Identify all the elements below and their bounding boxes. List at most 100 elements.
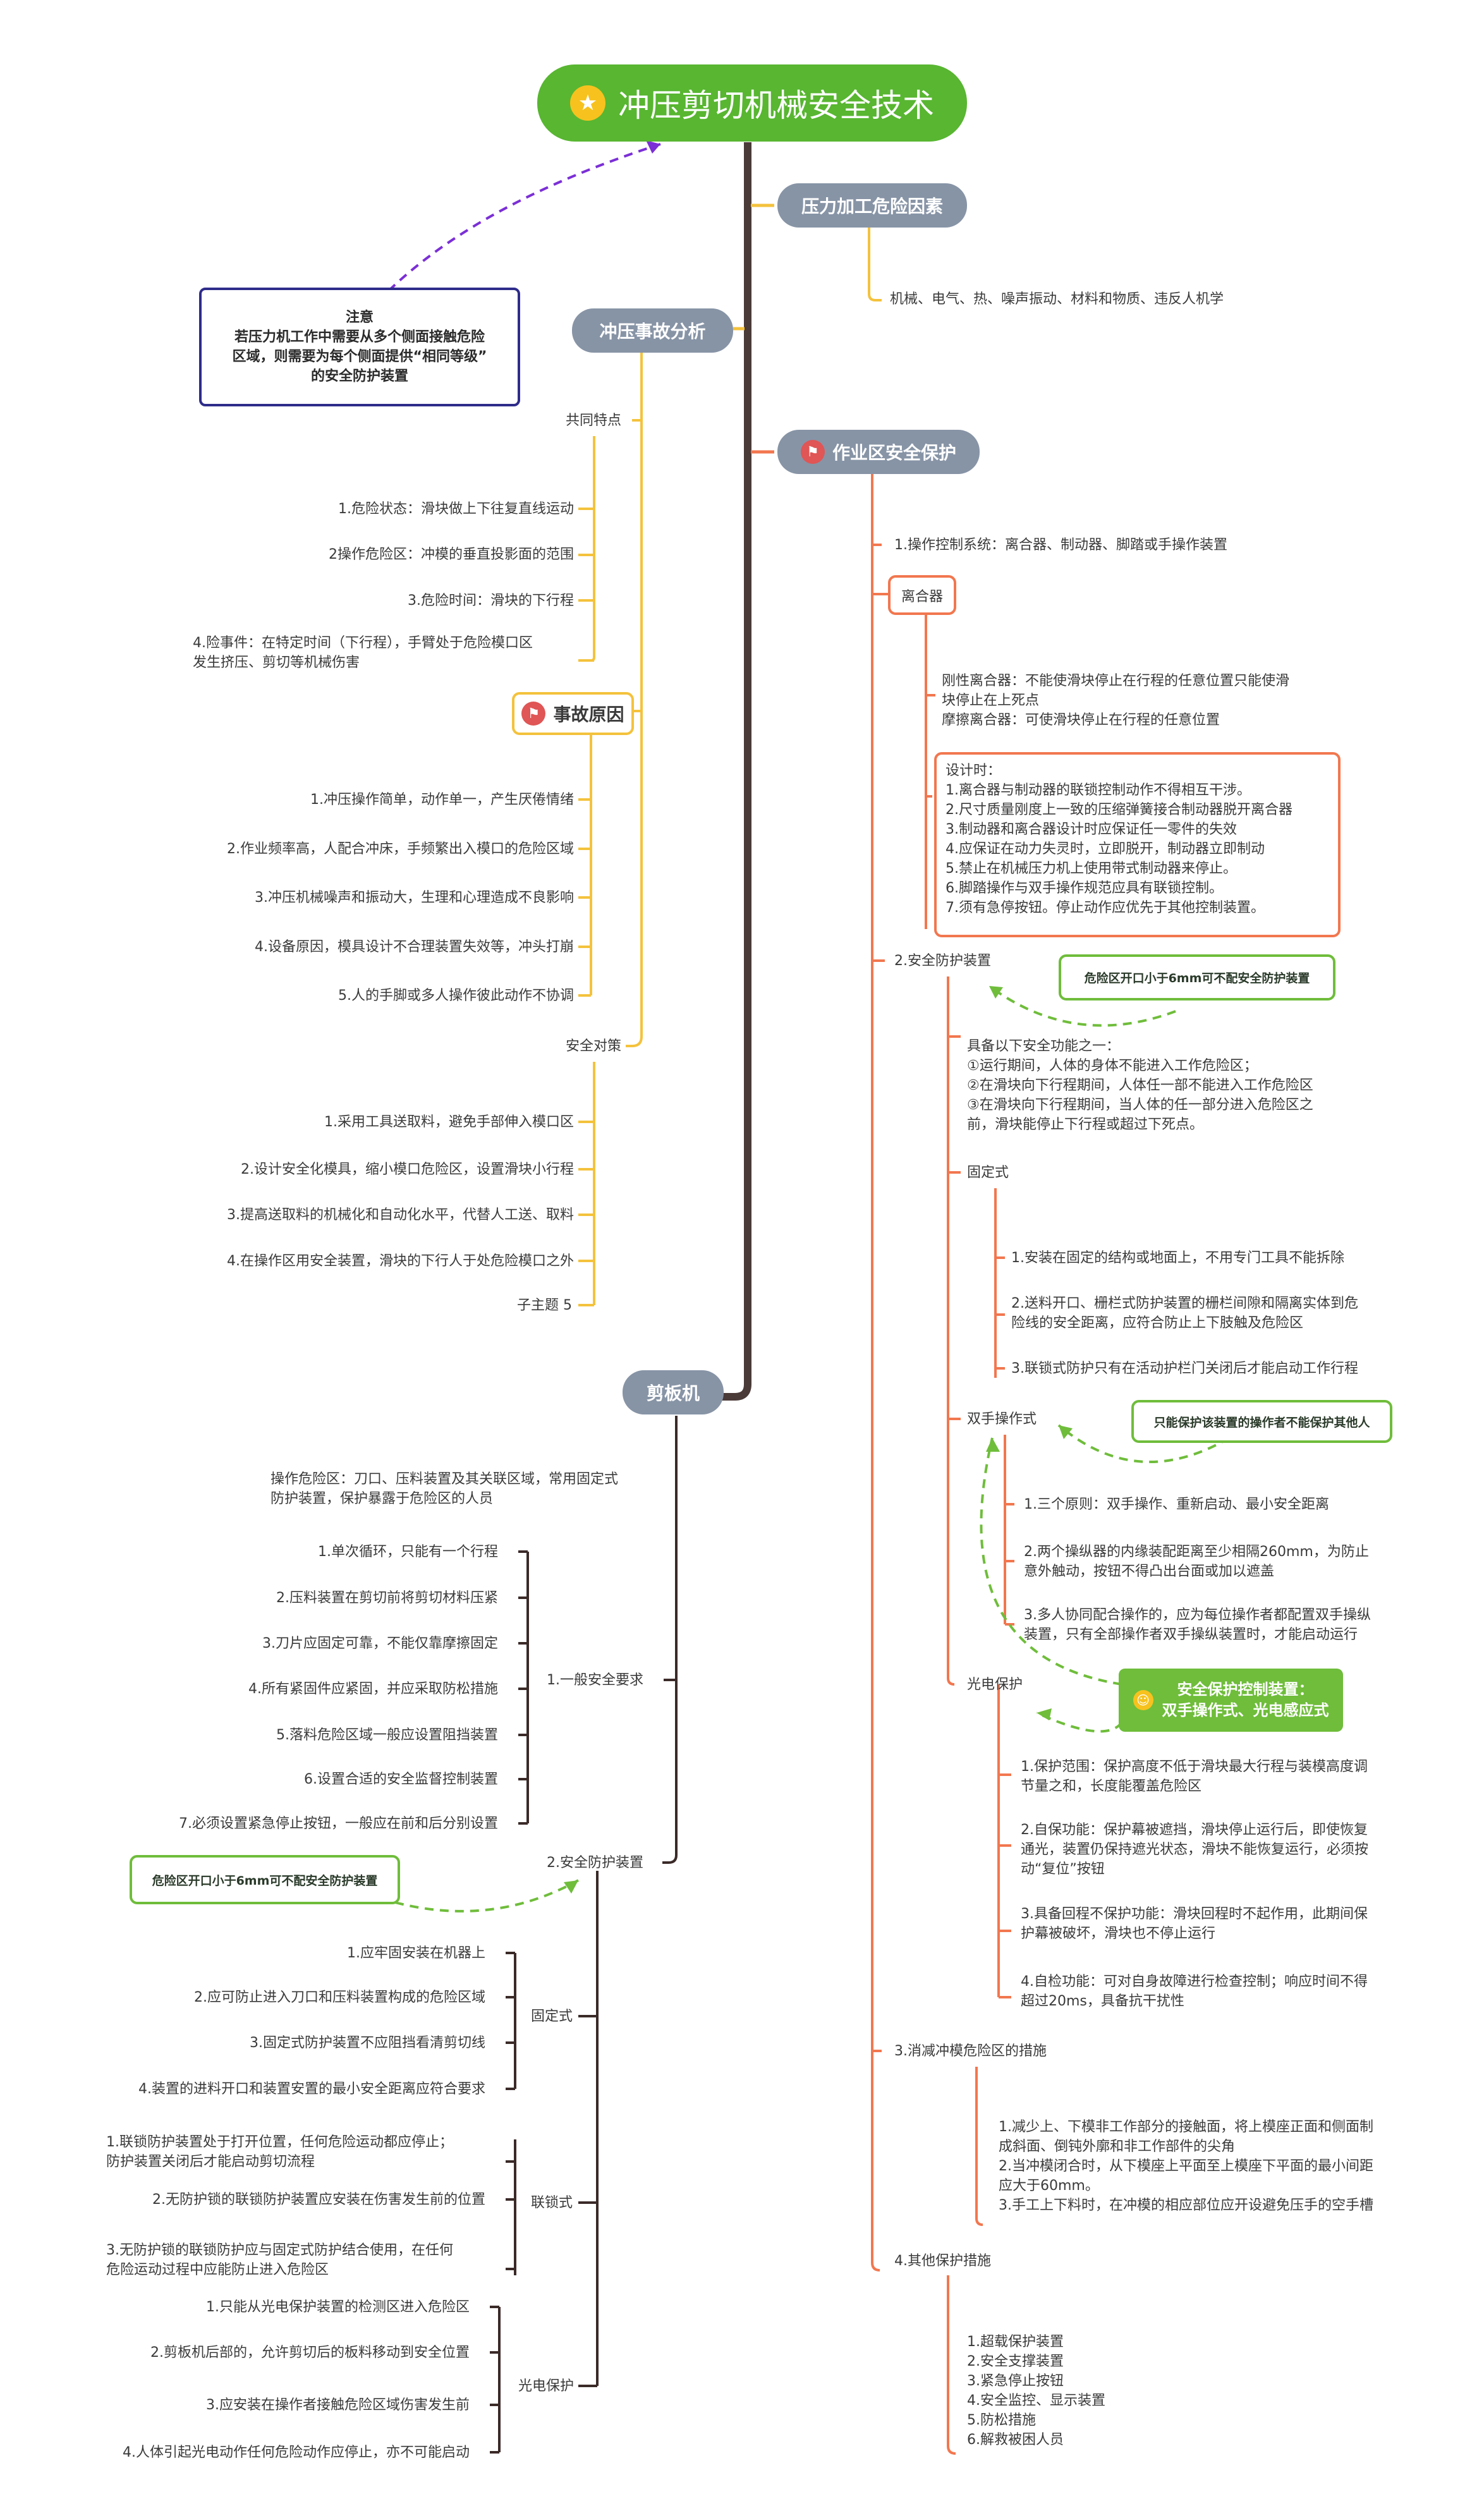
cause-item: 1.冲压操作简单，动作单一，产生厌倦情绪 [310,792,574,808]
shear-photo-label[interactable]: 光电保护 [518,2378,575,2394]
general-item: 1.单次循环，只能有一个行程 [318,1544,498,1560]
photo-item: 动“复位”按钮 [1021,1861,1105,1877]
shear-fixed-item: 4.装置的进料开口和装置安置的最小安全距离应符合要求 [138,2081,485,2097]
smile-icon: ☺ [1133,1690,1153,1710]
general-item: 5.落料危险区域一般应设置阻挡装置 [276,1727,498,1743]
photo-item: 护幕被破坏，滑块也不停止运行 [1021,1926,1216,1942]
interlock-item: 危险运动过程中应能防止进入危险区 [106,2262,329,2278]
accident-label: 冲压事故分析 [599,321,706,342]
interlock-item: 3.无防护锁的联锁防护应与固定式防护结合使用，在任何 [106,2242,453,2258]
other-item: 3.紧急停止按钮 [967,2373,1064,2389]
photo-item: 3.具备回程不保护功能：滑块回程时不起作用，此期间保 [1021,1906,1368,1922]
general-item: 6.设置合适的安全监督控制装置 [304,1772,498,1787]
shear-label: 剪板机 [646,1383,700,1404]
common-item: 4.险事件：在特定时间（下行程），手臂处于危险模口区 [193,635,533,651]
twohand-item: 意外触动，按钮不得凸出台面或加以遮盖 [1024,1564,1275,1579]
twohand-item: 3.多人协同配合操作的，应为每位操作者都配置双手操纵 [1024,1607,1371,1623]
design-line: 7.须有急停按钮。停止动作应优先于其他控制装置。 [946,900,1265,916]
work-guard-callout[interactable]: 危险区开口小于6mm可不配安全防护装置 [1059,954,1335,1001]
design-line: 3.制动器和离合器设计时应保证任一零件的失效 [946,822,1237,837]
work-fixed-item: 险线的安全距离，应符合防止上下肢触及危险区 [1011,1315,1304,1331]
interlock-label[interactable]: 联锁式 [531,2195,573,2211]
hazard-label: 压力加工危险因素 [801,196,943,217]
die-label[interactable]: 3.消减冲模危险区的措施 [894,2043,1047,2059]
die-item: 1.减少上、下模非工作部分的接触面，将上模座正面和侧面制 [999,2119,1373,2135]
other-item: 4.安全监控、显示装置 [967,2393,1105,2409]
photo-item: 1.保护范围：保护高度不低于滑块最大行程与装模高度调 [1021,1759,1368,1775]
note-line: 区域，则需要为每个侧面提供“相同等级” [232,349,487,365]
root-title: 冲压剪切机械安全技术 [618,87,934,124]
control-device-callout[interactable]: ☺ 安全保护控制装置： 双手操作式、光电感应式 [1119,1669,1343,1732]
photo-item: 通光，装置仍保持遮光状态，滑块不能恢复运行，必须按 [1021,1842,1369,1858]
photo-item: 4.自检功能：可对自身故障进行检查控制；响应时间不得 [1021,1974,1368,1990]
twohand-item: 1.三个原则：双手操作、重新启动、最小安全距离 [1024,1497,1329,1512]
interlock-item: 防护装置关闭后才能启动剪切流程 [106,2154,315,2170]
die-item: 2.当冲模闭合时，从下模座上平面至上模座下平面的最小间距 [999,2158,1373,2174]
general-req-label[interactable]: 1.一般安全要求 [547,1672,643,1688]
other-label[interactable]: 4.其他保护措施 [894,2253,991,2269]
shear-guard-callout[interactable]: 危险区开口小于6mm可不配安全防护装置 [130,1855,400,1904]
callout-text: 双手操作式、光电感应式 [1162,1701,1329,1719]
subtopic-label[interactable]: 子主题 5 [517,1298,572,1313]
control-system-label[interactable]: 1.操作控制系统：离合器、制动器、脚踏或手操作装置 [894,537,1227,553]
clutch-design-box[interactable]: 设计时： 1.离合器与制动器的联锁控制动作不得相互干涉。 2.尺寸质量刚度上一致… [934,752,1341,937]
work-fixed-item: 1.安装在固定的结构或地面上，不用专门工具不能拆除 [1011,1250,1344,1266]
hazard-topic[interactable]: 压力加工危险因素 [777,183,967,228]
root-topic[interactable]: ★ 冲压剪切机械安全技术 [537,64,967,142]
guard-desc-line: 前，滑块能停止下行程或超过下死点。 [967,1117,1204,1133]
work-guard-label[interactable]: 2.安全防护装置 [894,953,991,969]
photo-item: 2.自保功能：保护幕被遮挡，滑块停止运行后，即使恢复 [1021,1822,1368,1838]
other-item: 6.解救被困人员 [967,2432,1064,2448]
die-item: 成斜面、倒钝外廓和非工作部件的尖角 [999,2139,1236,2155]
common-item: 1.危险状态：滑块做上下往复直线运动 [338,501,574,517]
guard-desc-line: ②在滑块向下行程期间，人体任一部不能进入工作危险区 [967,1078,1313,1093]
cause-item: 3.冲压机械噪声和振动大，生理和心理造成不良影响 [255,890,574,906]
twohand-label[interactable]: 双手操作式 [967,1411,1037,1427]
design-line: 6.脚踏操作与双手操作规范应具有联锁控制。 [946,880,1223,896]
design-line: 5.禁止在机械压力机上使用带式制动器来停止。 [946,861,1237,877]
measure-item: 1.采用工具送取料，避免手部伸入模口区 [324,1114,574,1130]
general-item: 4.所有紧固件应紧固，并应采取防松措施 [248,1681,498,1697]
interlock-item: 2.无防护锁的联锁防护装置应安装在伤害发生前的位置 [152,2192,485,2208]
clutch-topic[interactable]: 离合器 [888,575,956,615]
general-item: 7.必须设置紧急停止按钮，一般应在前和后分别设置 [179,1816,498,1832]
shear-guard-label[interactable]: 2.安全防护装置 [547,1855,643,1871]
cause-item: 4.设备原因，模具设计不合理装置失效等，冲头打崩 [255,939,574,955]
design-line: 4.应保证在动力失灵时，立即脱开，制动器立即制动 [946,841,1265,857]
shear-danger-line: 防护装置，保护暴露于危险区的人员 [271,1491,494,1507]
callout-text: 安全保护控制装置： [1177,1681,1314,1698]
shear-topic[interactable]: 剪板机 [623,1370,724,1414]
shear-photo-item: 1.只能从光电保护装置的检测区进入危险区 [206,2299,470,2315]
shear-photo-item: 2.剪板机后部的，允许剪切后的板料移动到安全位置 [150,2345,470,2361]
photo-item: 节量之和，长度能覆盖危险区 [1021,1779,1202,1794]
general-item: 2.压料装置在剪切前将剪切材料压紧 [276,1590,498,1606]
measures-label[interactable]: 安全对策 [566,1038,622,1054]
accident-topic[interactable]: 冲压事故分析 [572,308,733,353]
common-item: 发生挤压、剪切等机械伤害 [193,655,360,671]
general-item: 3.刀片应固定可靠，不能仅靠摩擦固定 [262,1636,498,1651]
guard-desc-line: ③在滑块向下行程期间，当人体的任一部分进入危险区之 [967,1097,1313,1113]
clutch-desc-line: 块停止在上死点 [942,693,1040,709]
work-area-topic[interactable]: ⚑ 作业区安全保护 [777,430,980,474]
twohand-item: 装置，只有全部操作者双手操纵装置时，才能启动运行 [1024,1627,1358,1643]
photo-label[interactable]: 光电保护 [967,1677,1023,1693]
note-box[interactable]: 注意 若压力机工作中需要从多个侧面接触危险 区域，则需要为每个侧面提供“相同等级… [199,288,520,406]
callout-text: 只能保护该装置的操作者不能保护其他人 [1153,1415,1370,1430]
design-line: 2.尺寸质量刚度上一致的压缩弹簧接合制动器脱开离合器 [946,802,1292,818]
shear-photo-item: 3.应安装在操作者接触危险区域伤害发生前 [206,2397,470,2413]
callout-text: 危险区开口小于6mm可不配安全防护装置 [152,1873,378,1888]
twohand-callout[interactable]: 只能保护该装置的操作者不能保护其他人 [1131,1400,1392,1443]
accident-cause-topic[interactable]: ⚑ 事故原因 [512,692,634,735]
clutch-label: 离合器 [901,588,943,605]
die-item: 3.手工上下料时，在冲模的相应部位应开设避免压手的空手槽 [999,2198,1373,2213]
shear-fixed-item: 1.应牢固安装在机器上 [347,1945,485,1961]
work-fixed-label[interactable]: 固定式 [967,1165,1009,1181]
common-features-label[interactable]: 共同特点 [566,413,622,429]
design-line: 设计时： [946,763,1002,779]
shear-fixed-label[interactable]: 固定式 [531,2009,573,2024]
flag-icon: ⚑ [521,702,546,726]
measure-item: 2.设计安全化模具，缩小模口危险区，设置滑块小行程 [241,1162,574,1177]
hazard-content: 机械、电气、热、噪声振动、材料和物质、违反人机学 [890,291,1224,307]
photo-item: 超过20ms，具备抗干扰性 [1021,1993,1184,2009]
